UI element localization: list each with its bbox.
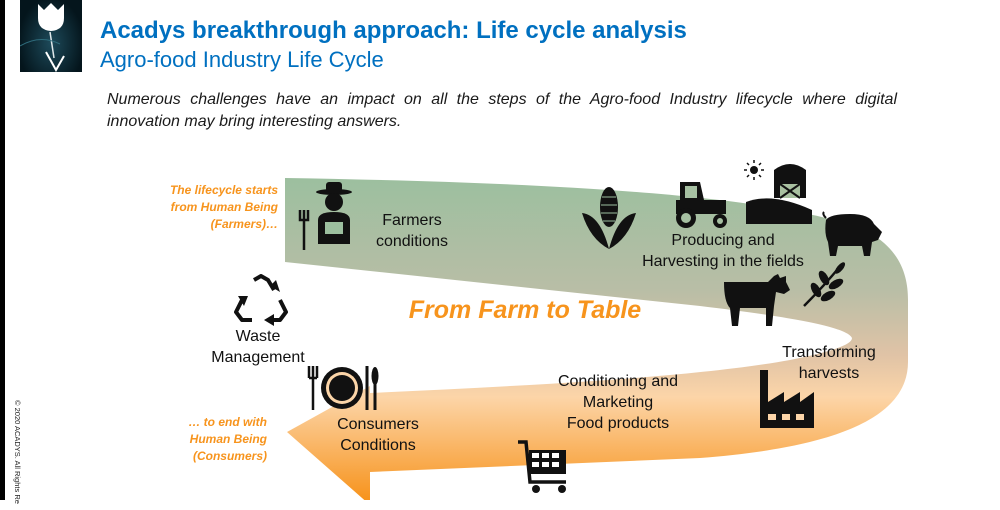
step-farmers-conditions: Farmers conditions [352,210,472,252]
farmer-icon [298,182,352,250]
note-line: The lifecycle starts [169,183,278,197]
step-transforming-harvests: Transforming harvests [759,342,899,384]
intro-text: Numerous challenges have an impact on al… [107,91,897,130]
acadys-logo [19,0,82,73]
corn-icon [582,187,636,249]
note-line: … to end with [188,415,267,429]
slide-subtitle: Agro-food Industry Life Cycle [100,47,384,72]
step-label: Producing and [671,232,775,249]
recycle-icon [234,274,288,326]
step-label: Food products [566,415,670,432]
lifecycle-band [285,178,908,500]
step-label: harvests [798,365,860,382]
left-edge-bar [0,0,5,500]
step-label: Transforming [782,344,876,361]
wheat-icon [803,262,846,307]
step-label: Marketing [582,394,654,411]
step-label: conditions [375,233,449,250]
step-conditioning-marketing: Conditioning and Marketing Food products [538,371,698,434]
plate-cutlery-icon [307,366,379,410]
factory-icon [760,370,814,428]
slide-title: Acadys breakthrough approach: Life cycle… [100,17,687,44]
step-consumers-conditions: Consumers Conditions [318,414,438,456]
shopping-cart-icon [518,440,566,493]
note-line: from Human Being [170,200,278,214]
lifecycle-end-note: … to end with Human Being (Consumers) [100,414,267,465]
step-label: Waste [235,328,281,345]
note-line: (Farmers)… [210,217,278,231]
step-waste-management: Waste Management [198,326,318,368]
pig-icon [822,211,882,256]
tractor-icon [676,182,727,228]
barn-sun-icon [744,160,812,224]
note-line: (Consumers) [192,449,267,463]
note-line: Human Being [189,432,267,446]
lifecycle-start-note: The lifecycle starts from Human Being (F… [110,182,278,233]
step-label: Conditions [340,437,416,454]
farm-to-table-motto: From Farm to Table [408,296,642,324]
step-producing-harvesting: Producing and Harvesting in the fields [623,230,823,272]
tulip-logo-icon [19,3,65,73]
step-label: Farmers [382,212,442,229]
step-label: Conditioning and [557,373,679,390]
step-label: Management [211,349,305,366]
cow-icon [724,274,790,326]
copyright-notice: © 2020 ACADYS. All Rights Re [13,400,22,504]
step-label: Consumers [337,416,419,433]
step-label: Harvesting in the fields [642,253,804,270]
